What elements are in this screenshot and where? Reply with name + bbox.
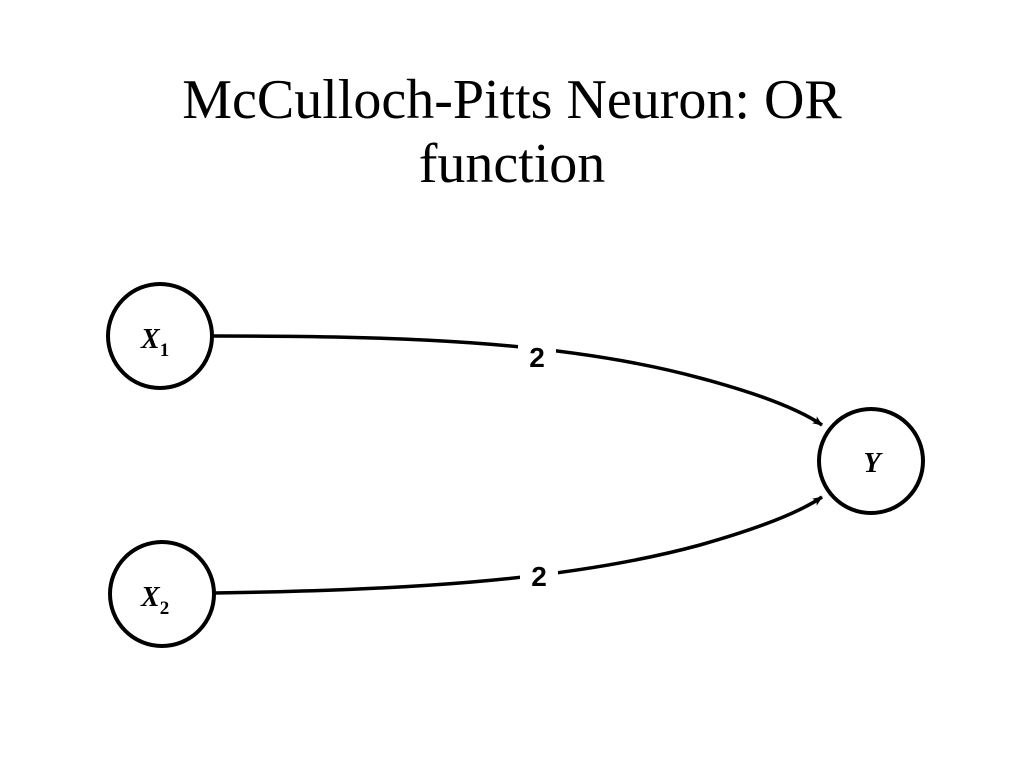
title-line-2: function xyxy=(418,133,606,195)
edge-x1-y-line xyxy=(213,334,823,427)
node-x1-subscript: 1 xyxy=(160,340,170,361)
edge-x2-y-line xyxy=(213,495,823,595)
node-x2-letter: X xyxy=(140,582,161,613)
edge-x1-y-weight-bg xyxy=(518,338,556,374)
node-x1-label: X1 xyxy=(140,324,169,361)
node-y: Y xyxy=(817,407,925,515)
node-x2-label: X2 xyxy=(140,582,169,619)
node-x1-circle xyxy=(106,282,214,390)
node-y-label: Y xyxy=(863,448,883,479)
node-x1: X1 xyxy=(106,282,214,390)
node-x1-letter: X xyxy=(140,324,161,355)
edge-x2-y-weight: 2 xyxy=(531,561,547,592)
title-line-1: McCulloch-Pitts Neuron: OR xyxy=(182,69,842,131)
edge-x1-y-weight: 2 xyxy=(529,342,545,373)
edge-x1-y: 2 xyxy=(213,334,823,427)
node-x2-circle xyxy=(108,540,216,648)
slide-title: McCulloch-Pitts Neuron: OR function xyxy=(112,68,912,196)
node-y-circle xyxy=(817,407,925,515)
node-x2-subscript: 2 xyxy=(160,598,170,619)
node-x2: X2 xyxy=(108,540,216,648)
edge-x2-y-weight-bg xyxy=(520,557,558,593)
edge-x2-y: 2 xyxy=(213,495,823,595)
